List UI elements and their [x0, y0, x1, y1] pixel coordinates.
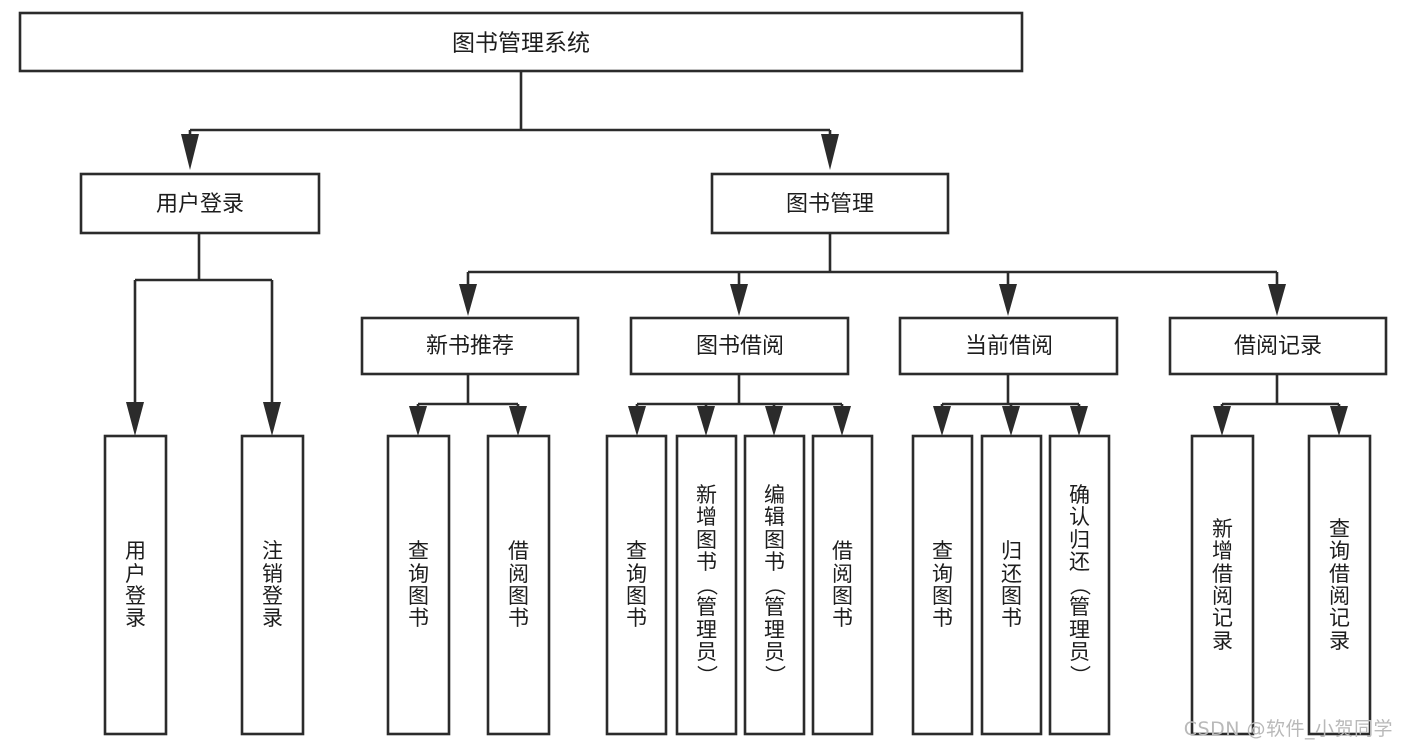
- arrow-head-cb-return: [1002, 406, 1020, 436]
- connector-group-current-borrow: [933, 374, 1088, 436]
- leaf-box-logout[interactable]: [240, 434, 305, 736]
- leaf-box-bb-add-book[interactable]: [675, 434, 738, 736]
- arrow-head-bb-borrow: [833, 406, 851, 436]
- arrow-head-user-login: [181, 134, 199, 170]
- node-user-login-box[interactable]: [79, 172, 321, 235]
- leaf-box-br-query-record[interactable]: [1307, 434, 1372, 736]
- leaf-box-br-add-record[interactable]: [1190, 434, 1255, 736]
- connector-group-root: [181, 71, 839, 170]
- arrow-head-leaf-user-login: [126, 402, 144, 436]
- arrow-head-cb-confirm: [1070, 406, 1088, 436]
- arrow-head-nb-borrow: [509, 406, 527, 436]
- arrow-head-cb-query: [933, 406, 951, 436]
- node-book-borrow-label: 图书借阅: [696, 334, 784, 359]
- arrow-head-bb-add: [697, 406, 715, 436]
- arrow-head-bb-query: [628, 406, 646, 436]
- node-root-title-box[interactable]: [18, 11, 1024, 73]
- arrow-head-new-books: [459, 284, 477, 316]
- leaf-box-bb-query-book[interactable]: [605, 434, 668, 736]
- leaf-box-nb-query-book[interactable]: [386, 434, 451, 736]
- node-new-books-box[interactable]: [360, 316, 580, 376]
- watermark-text: CSDN @软件_小贺同学: [1183, 718, 1393, 740]
- arrow-head-bb-edit: [765, 406, 783, 436]
- node-book-borrow-box[interactable]: [629, 316, 850, 376]
- arrow-head-book-borrow: [730, 284, 748, 316]
- arrow-head-borrow-record: [1268, 284, 1286, 316]
- connector-group-book-mgmt: [459, 233, 1286, 316]
- leaf-box-cb-return-book[interactable]: [980, 434, 1043, 736]
- node-new-books-label: 新书推荐: [426, 334, 514, 359]
- node-book-mgmt-label: 图书管理: [786, 192, 874, 217]
- arrow-head-leaf-logout: [263, 402, 281, 436]
- leaf-box-bb-borrow-book[interactable]: [811, 434, 874, 736]
- node-user-login-label: 用户登录: [156, 192, 244, 217]
- connector-group-borrow-record: [1213, 374, 1348, 436]
- leaf-box-bb-edit-book[interactable]: [743, 434, 806, 736]
- arrow-head-book-mgmt: [821, 134, 839, 170]
- node-current-borrow-label: 当前借阅: [965, 334, 1053, 359]
- node-current-borrow-box[interactable]: [898, 316, 1119, 376]
- arrow-head-nb-query: [409, 406, 427, 436]
- arrow-head-br-query: [1330, 406, 1348, 436]
- node-book-mgmt-box[interactable]: [710, 172, 950, 235]
- node-root-title-label: 图书管理系统: [452, 31, 590, 57]
- leaf-box-cb-query-book[interactable]: [911, 434, 974, 736]
- leaf-box-nb-borrow-book[interactable]: [486, 434, 551, 736]
- connector-group-new-books: [409, 374, 527, 436]
- connector-group-user-login: [126, 233, 281, 436]
- node-borrow-record-box[interactable]: [1168, 316, 1388, 376]
- connector-group-book-borrow: [628, 374, 851, 436]
- arrow-head-current-borrow: [999, 284, 1017, 316]
- arrow-head-br-add: [1213, 406, 1231, 436]
- node-borrow-record-label: 借阅记录: [1234, 334, 1322, 359]
- leaf-box-cb-confirm-return[interactable]: [1048, 434, 1111, 736]
- leaf-box-user-login[interactable]: [103, 434, 168, 736]
